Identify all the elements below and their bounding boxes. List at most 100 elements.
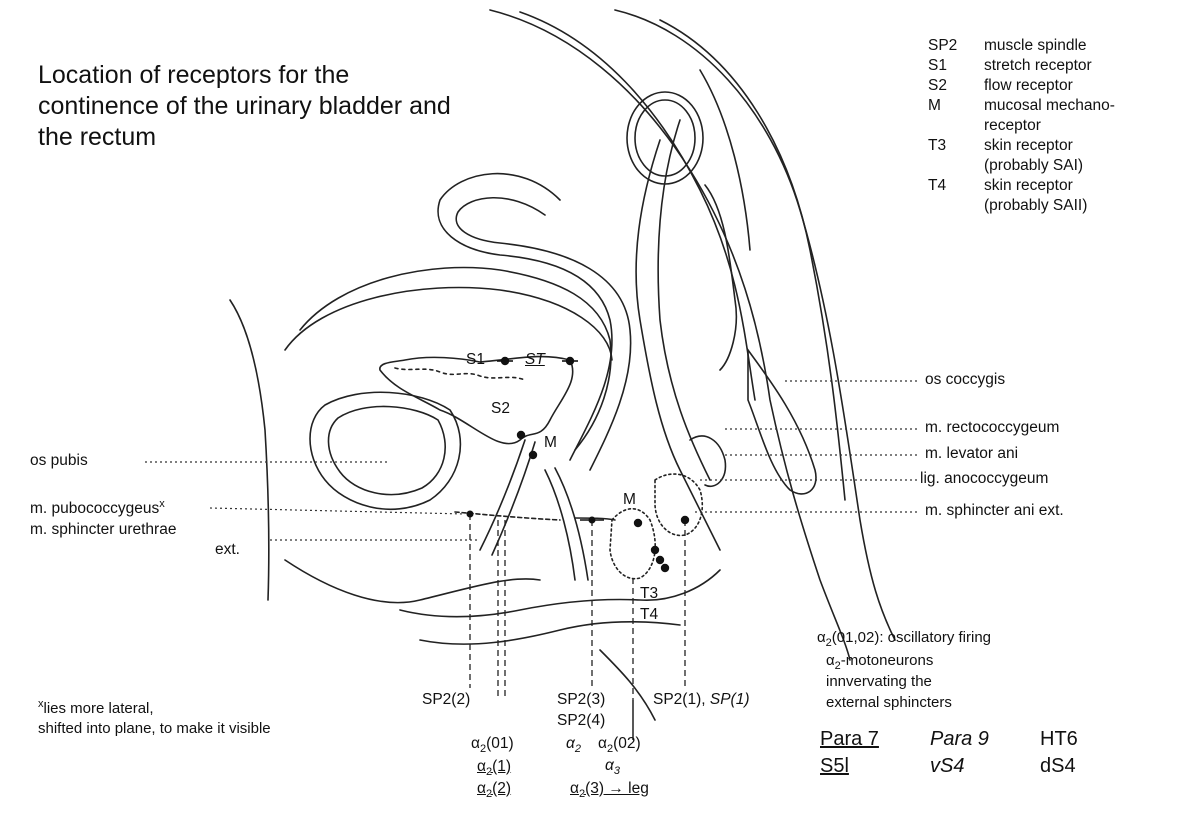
alpha-subscript: 3 <box>613 765 620 778</box>
t3-receptor-dot-1 <box>650 545 660 555</box>
uterus-outline <box>299 266 612 451</box>
alpha-subscript: 2 <box>825 637 832 649</box>
legend-row: T4 skin receptor (probably SAII) <box>928 176 1174 216</box>
label-alpha2: α2 <box>566 735 581 755</box>
s2-receptor-dot <box>516 430 526 440</box>
marker-s1: S1 <box>466 351 485 368</box>
alpha-symbol: α <box>471 735 480 752</box>
ref-ht6: HT6 <box>1040 728 1078 750</box>
alpha-subscript: 2 <box>606 743 614 756</box>
vertebra-1 <box>626 91 704 185</box>
alpha-subscript: 2 <box>578 788 586 801</box>
label-os-coccygis: os coccygis <box>925 371 1006 388</box>
oscillatory-line2: α2-motoneurons <box>826 652 933 672</box>
ref-para7: Para 7 <box>820 728 879 750</box>
alpha-symbol: α <box>598 735 607 752</box>
legend-desc: mucosal mechano-receptor <box>984 97 1115 134</box>
alpha-subscript: 2 <box>574 743 581 756</box>
label-alpha2-01: α2(01) <box>471 735 514 755</box>
label-alpha2-2: α2(2) <box>477 780 511 800</box>
legend-row: SP2 muscle spindle <box>928 36 1174 56</box>
alpha-symbol: α <box>570 780 579 797</box>
label-lig-anococcygeum: lig. anococcygeum <box>920 470 1049 487</box>
oscillatory-line1: α2(01,02): oscillatory firing <box>817 629 991 649</box>
legend-desc: flow receptor <box>984 77 1073 94</box>
label-m-sphincter-urethrae: m. sphincter urethrae <box>30 521 177 538</box>
marker-t4: T4 <box>640 606 659 623</box>
legend-desc: muscle spindle <box>984 37 1087 54</box>
alpha-symbol: α <box>566 735 575 752</box>
label-m-levator-ani: m. levator ani <box>925 445 1019 462</box>
label-sp2-2: SP2(2) <box>422 691 471 708</box>
legend-desc: stretch receptor <box>984 57 1092 74</box>
legend-code: M <box>928 97 941 114</box>
footnote-line2: shifted into plane, to make it visible <box>38 720 271 737</box>
label-m-rectococcygeum: m. rectococcygeum <box>925 419 1060 436</box>
legend-desc: skin receptor (probably SAI) <box>984 137 1084 174</box>
legend-code: T4 <box>928 177 947 194</box>
diagram-title: Location of receptors for the continence… <box>38 61 451 151</box>
marker-t3: T3 <box>640 585 659 602</box>
t4-receptor-dot <box>660 563 670 573</box>
label-sp2-3: SP2(3) <box>557 691 606 708</box>
label-sp2-4: SP2(4) <box>557 712 606 729</box>
perineum-outline <box>399 569 721 618</box>
coccyx-outline <box>747 347 817 495</box>
label-alpha2-1: α2(1) <box>477 758 511 778</box>
label-alpha2-3-leg: α2(3) → leg <box>570 780 649 800</box>
sp2-2-receptor-dot <box>466 510 474 518</box>
legend-row: T3 skin receptor (probably SAI) <box>928 136 1174 176</box>
alpha-symbol: α <box>817 629 826 646</box>
t3-receptor-dot-2 <box>655 555 665 565</box>
label-sp2-1-group: SP2(1), SP(1) <box>653 691 749 709</box>
m-bladder-receptor-dot <box>528 450 538 460</box>
ref-ds4: dS4 <box>1040 755 1076 777</box>
urethra-outline <box>479 439 526 551</box>
footnote-line1: xlies more lateral, <box>38 698 154 717</box>
legend-desc: skin receptor (probably SAII) <box>984 177 1088 214</box>
alpha-symbol: α <box>826 652 835 669</box>
legend-row: S2 flow receptor <box>928 76 1174 96</box>
oscillatory-line4: external sphincters <box>826 694 952 711</box>
ref-para9: Para 9 <box>930 728 989 750</box>
alpha-index: (2) <box>492 780 512 797</box>
legend-code: S2 <box>928 77 947 94</box>
alpha-subscript: 2 <box>485 788 493 801</box>
footnote-mark: x <box>38 698 44 710</box>
label-alpha2-02: α2(02) <box>598 735 641 755</box>
alpha-subscript: 2 <box>834 660 841 672</box>
ref-vs4: vS4 <box>930 755 965 777</box>
label-ext: ext. <box>215 541 240 558</box>
alpha-subscript: 2 <box>479 743 487 756</box>
oscillatory-line1-text: (01,02): oscillatory firing <box>831 629 992 646</box>
pubic-bone-outline <box>309 391 462 511</box>
legend-row: S1 stretch receptor <box>928 56 1174 76</box>
legend-code: T3 <box>928 137 947 154</box>
legend-code: S1 <box>928 57 947 74</box>
label-os-pubis: os pubis <box>30 452 88 469</box>
bladder-outline <box>379 355 574 445</box>
label-sp2-1: SP2(1), <box>653 691 710 708</box>
footnote-text-1: lies more lateral, <box>43 700 154 717</box>
label-m-pubococcygeus-text: m. pubococcygeus <box>30 500 160 518</box>
oscillatory-line3: innvervating the <box>826 673 932 690</box>
oscillatory-line2-text: -motoneurons <box>840 652 934 669</box>
receptor-legend: SP2 muscle spindle S1 stretch receptor S… <box>928 36 1174 216</box>
marker-m-rectum: M <box>623 491 636 508</box>
m-rectum-receptor-dot <box>633 518 643 528</box>
legend-code: SP2 <box>928 37 958 54</box>
alpha-symbol: α <box>605 757 614 774</box>
label-m-pubococcygeus: m. pubococcygeusx <box>30 498 165 518</box>
sacrum-outline <box>489 9 851 661</box>
label-sp-1: SP(1) <box>709 691 750 708</box>
alpha-index: (02) <box>613 735 641 752</box>
legend-row: M mucosal mechano-receptor <box>928 96 1174 136</box>
alpha-index: (3) → leg <box>585 780 649 797</box>
alpha-symbol: α <box>477 780 486 797</box>
alpha-symbol: α <box>477 758 486 775</box>
label-alpha3: α3 <box>605 757 620 777</box>
anal-sphincter-region <box>609 507 656 580</box>
marker-m-bladder: M <box>544 434 557 451</box>
